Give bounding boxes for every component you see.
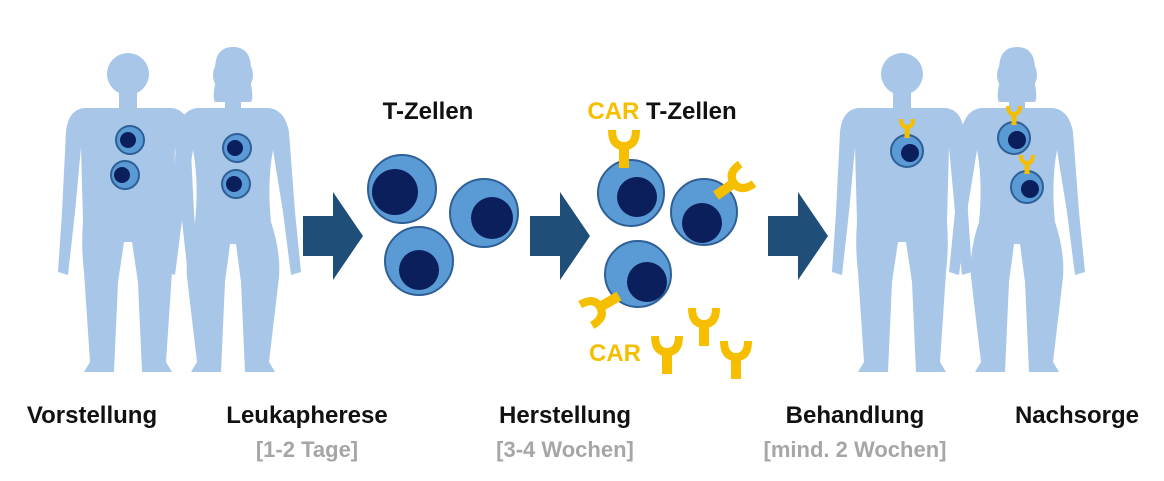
t-cells <box>367 154 519 296</box>
car-receptor-icon <box>720 341 752 379</box>
car-t-cells-heading-prefix: CAR <box>587 98 640 125</box>
step-duration-behandlung: [mind. 2 Wochen] <box>763 437 947 462</box>
step-label-nachsorge: Nachsorge <box>1014 402 1140 429</box>
car-label: CAR <box>589 340 641 367</box>
step-duration-herstellung: [3-4 Wochen] <box>496 437 634 462</box>
body-cells-leukapherese <box>221 133 252 199</box>
car-receptor-icon <box>688 308 720 346</box>
step-label-leukapherese: Leukapherese <box>226 402 388 429</box>
right-arrow-icon <box>303 192 363 280</box>
step-label-vorstellung: Vorstellung <box>26 402 158 429</box>
body-car-cells-nachsorge <box>997 106 1044 204</box>
body-car-cells-behandlung <box>890 119 924 168</box>
patient-body-behandlung <box>832 53 972 372</box>
car-t-cells-heading-suffix: T-Zellen <box>645 98 737 125</box>
step-label-herstellung: Herstellung <box>498 402 632 429</box>
patient-body-nachsorge <box>949 47 1085 372</box>
car-receptor-icon <box>651 336 683 374</box>
right-arrow-icon <box>768 192 828 280</box>
body-cells-vorstellung <box>110 125 145 190</box>
free-car-receptors <box>651 308 752 379</box>
car-t-cells-heading: CAR T-Zellen <box>587 98 736 126</box>
car-t-cells <box>578 130 757 329</box>
t-cells-heading: T-Zellen <box>382 98 474 125</box>
step-duration-leukapherese: [1-2 Tage] <box>255 437 359 462</box>
step-label-behandlung: Behandlung <box>785 402 925 429</box>
right-arrow-icon <box>530 192 590 280</box>
